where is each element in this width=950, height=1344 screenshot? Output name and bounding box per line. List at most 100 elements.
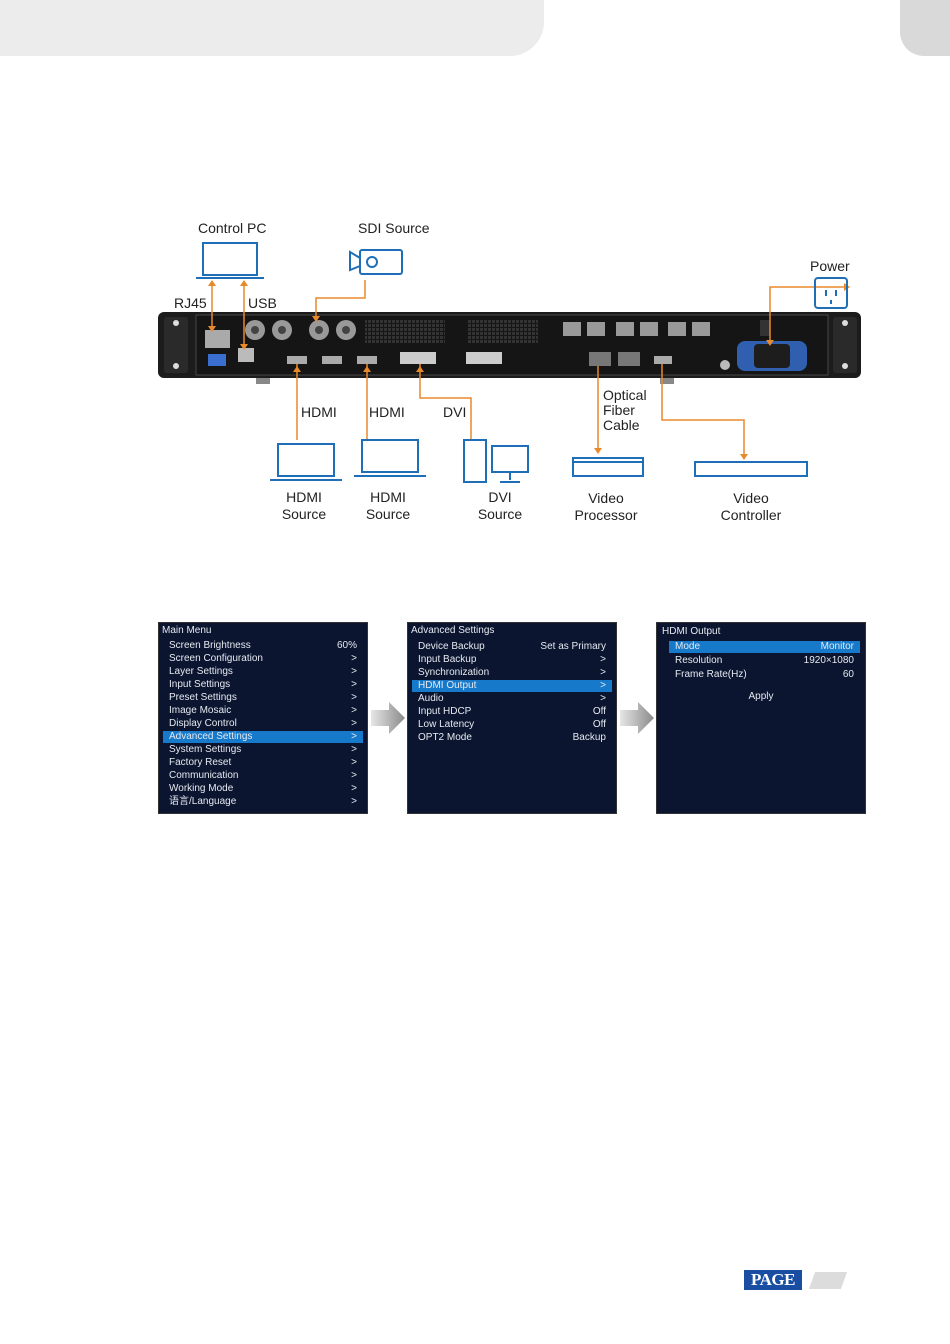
menu-item[interactable]: Resolution 1920×1080 [669,655,860,667]
label-dvi-source: DVI Source [477,489,523,522]
menu-title: Advanced Settings [411,625,495,636]
menu-item-value: > [351,796,357,807]
arrow-right-icon [620,702,654,734]
menu-item-selected[interactable]: Mode Monitor [669,641,860,653]
label-power: Power [810,258,850,274]
power-outlet-icon [814,277,848,309]
video-processor-icon [572,457,644,477]
menu-item[interactable]: Working Mode> [163,783,363,795]
arrowheads [208,280,850,460]
menu-item[interactable]: Communication > [163,770,363,782]
menu-item[interactable]: Input Settings > [163,679,363,691]
label-video-processor: Video Processor [574,490,638,523]
menu-item-label: Screen Configuration [169,653,263,664]
label-hdmi-2: HDMI [369,404,405,420]
menu-item[interactable]: Screen Configuration > [163,653,363,665]
label-rj45: RJ45 [174,295,207,311]
menu-item[interactable]: Audio > [412,693,612,705]
menu-item[interactable]: Factory Reset> [163,757,363,769]
menu-item-label: 语言/Language [169,796,237,807]
label-usb: USB [248,295,277,311]
menu-item-value: > [600,693,606,704]
menu-item-value: > [600,680,606,691]
menu-item[interactable]: Display Control > [163,718,363,730]
menu-item[interactable]: Preset Settings > [163,692,363,704]
menu-item-value: > [351,783,357,794]
header-tab [900,0,950,56]
menu-item-value: > [351,679,357,690]
menu-item-label: Input HDCP [418,706,472,717]
label-hdmi-source-1: HDMI Source [281,489,327,522]
menu-item[interactable]: Screen Brightness 60% [163,640,363,652]
menu-item[interactable]: Input Backup > [412,654,612,666]
menu-item-label: Preset Settings [169,692,237,703]
menu-item-label: Resolution [675,655,723,666]
menu-item-value: > [351,692,357,703]
laptop-icon [354,439,426,477]
laptop-icon [270,443,342,481]
menu-item-value: > [351,666,357,677]
menu-item-value: > [351,770,357,781]
menu-item-label: Screen Brightness [169,640,251,651]
menu-item-value: > [600,654,606,665]
menu-item-label: Synchronization [418,667,490,678]
menu-item[interactable]: Low Latency Off [412,719,612,731]
menu-item-value: Off [592,719,606,730]
menu-item-label: Device Backup [418,641,485,652]
menu-item-label: Display Control [169,718,237,729]
label-control-pc: Control PC [198,220,267,236]
menu-item-value: Off [592,706,606,717]
device-rear-panel [158,312,861,384]
menu-item-label: System Settings [169,744,242,755]
menu-item-value: Backup [572,732,606,743]
menu-item[interactable]: OPT2 Mode Backup [412,732,612,744]
menu-item-value: 60% [336,640,357,651]
menu-item-label: Mode [675,641,701,652]
label-hdmi-1: HDMI [301,404,337,420]
page-logo: PAGE [744,1270,802,1290]
menu-item[interactable]: Layer Settings > [163,666,363,678]
menu-item-value: > [351,705,357,716]
apply-button[interactable]: Apply [748,691,774,702]
menu-item-value: 1920×1080 [803,655,854,666]
label-dvi: DVI [443,404,467,420]
menu-item-label: Low Latency [418,719,475,730]
menu-item-label: Communication [169,770,239,781]
desktop-pc-icon [463,439,529,483]
menu-item-value: 60 [842,669,854,680]
label-hdmi-source-2: HDMI Source [365,489,411,522]
advanced-settings-screen: Advanced Settings Device Backup Set as Pr… [407,622,617,814]
menu-item[interactable]: System Settings> [163,744,363,756]
footer-stripe [808,1272,848,1289]
menu-item-label: Input Settings [169,679,231,690]
arrow-right-icon [371,702,405,734]
menu-item[interactable]: Input HDCP Off [412,706,612,718]
menu-item-label: Audio [418,693,444,704]
laptop-icon [196,242,264,279]
menu-item-value: Monitor [820,641,854,652]
video-controller-icon [694,461,808,477]
menu-item-label: OPT2 Mode [418,732,472,743]
menu-item-selected[interactable]: HDMI Output> [412,680,612,692]
menu-item-label: Image Mosaic [169,705,232,716]
menu-item[interactable]: 语言/Language > [163,796,363,808]
menu-item[interactable]: Image Mosaic > [163,705,363,717]
label-sdi-source: SDI Source [358,220,430,236]
menu-item-value: > [351,718,357,729]
menu-item-value: > [351,653,357,664]
menu-item-value: > [351,757,357,768]
menu-item-selected[interactable]: Advanced Settings> [163,731,363,743]
menu-item-label: Input Backup [418,654,477,665]
menu-item-label: Layer Settings [169,666,233,677]
menu-item-value: > [600,667,606,678]
menu-item[interactable]: Synchronization > [412,667,612,679]
menu-item[interactable]: Device Backup Set as Primary [412,641,612,653]
menu-item[interactable]: Frame Rate(Hz)60 [669,669,860,681]
header-bar [0,0,544,56]
connection-diagram [158,242,861,483]
menu-item-value: > [351,731,357,742]
label-optical-fiber-cable: Optical Fiber Cable [603,387,647,433]
menu-item-value: Set as Primary [540,641,606,652]
